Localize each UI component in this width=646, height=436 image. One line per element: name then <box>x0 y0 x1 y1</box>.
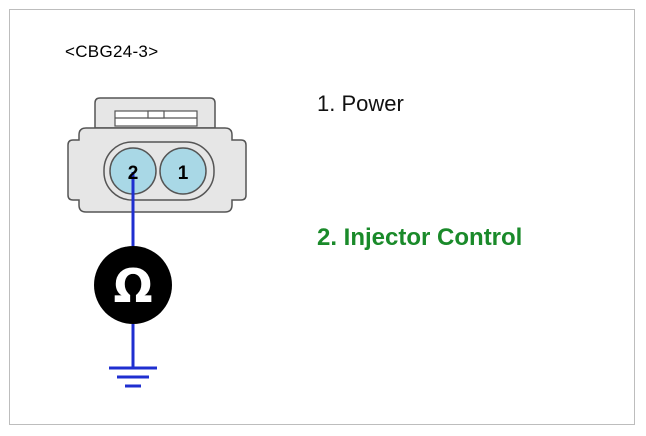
ohmmeter-icon: Ω <box>94 246 172 324</box>
pin-1-description: 1. Power <box>317 91 404 116</box>
pin-2-description: 2. Injector Control <box>317 224 523 251</box>
pin-number-2: 2 <box>128 163 139 184</box>
ground-icon <box>109 366 157 388</box>
connector-id-label: <CBG24-3> <box>65 42 159 61</box>
connector-housing <box>67 97 247 213</box>
connector-pin-1 <box>159 147 207 195</box>
diagram-frame <box>9 9 635 425</box>
pin-number-1: 1 <box>178 163 189 184</box>
ohm-symbol: Ω <box>113 259 152 313</box>
